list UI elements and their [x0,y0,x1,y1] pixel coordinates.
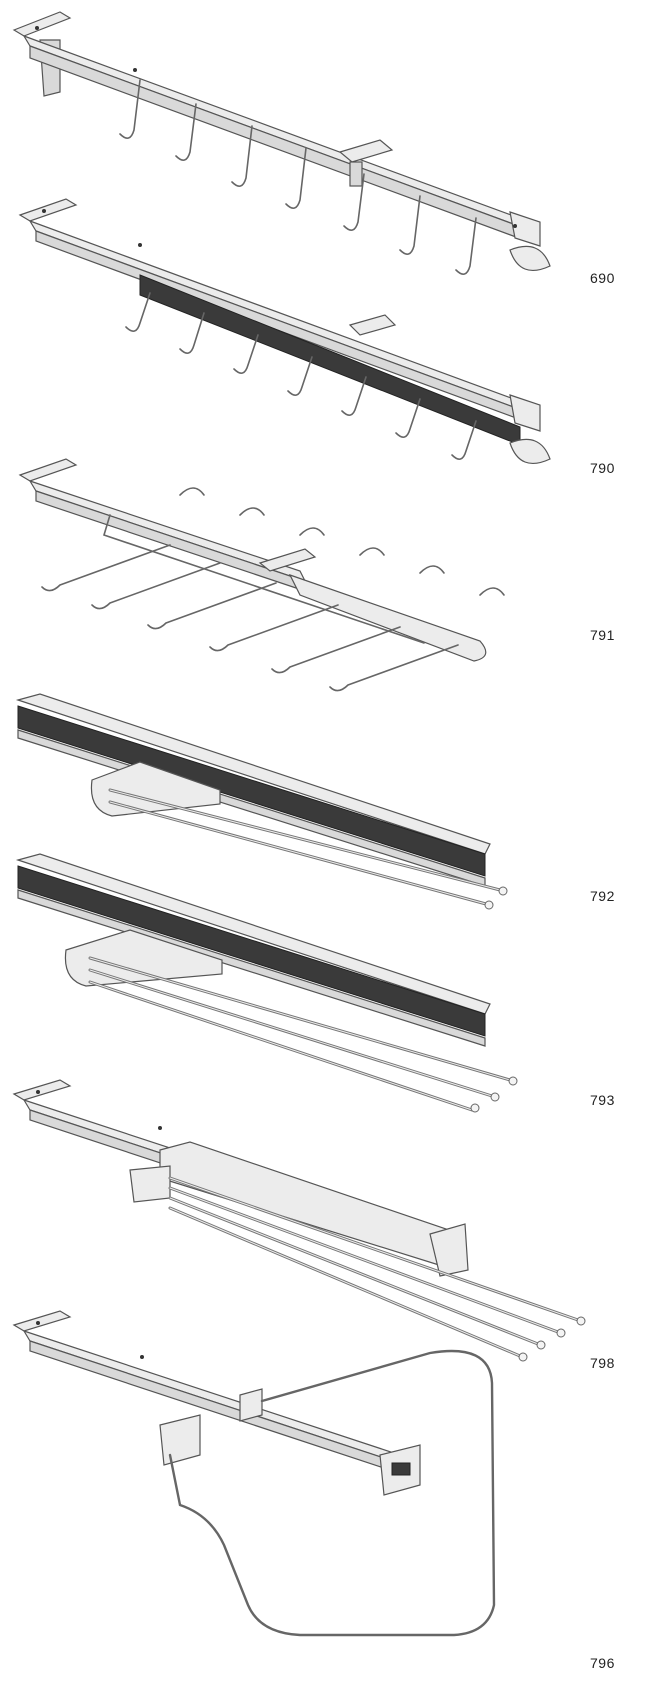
product-code: 790 [590,460,615,476]
product-code: 796 [590,1655,615,1671]
product-code: 793 [590,1092,615,1108]
product-790-illustration [18,198,551,464]
product-791-illustration [18,458,505,692]
product-796-illustration [12,1310,496,1637]
product-796: 796 [0,1305,655,1693]
product-791: 791 [0,455,655,692]
product-code: 791 [590,627,615,643]
product-690-illustration [12,11,551,275]
product-792: 792 [0,690,655,930]
product-690: 690 [0,0,655,290]
product-793-illustration [15,853,518,1113]
product-793: 793 [0,850,655,1113]
product-798: 798 [0,1070,655,1380]
product-792-illustration [15,693,508,910]
product-code: 792 [590,888,615,904]
product-code: 798 [590,1355,615,1371]
product-790: 790 [0,195,655,485]
product-798-illustration [12,1079,586,1362]
product-code: 690 [590,270,615,286]
